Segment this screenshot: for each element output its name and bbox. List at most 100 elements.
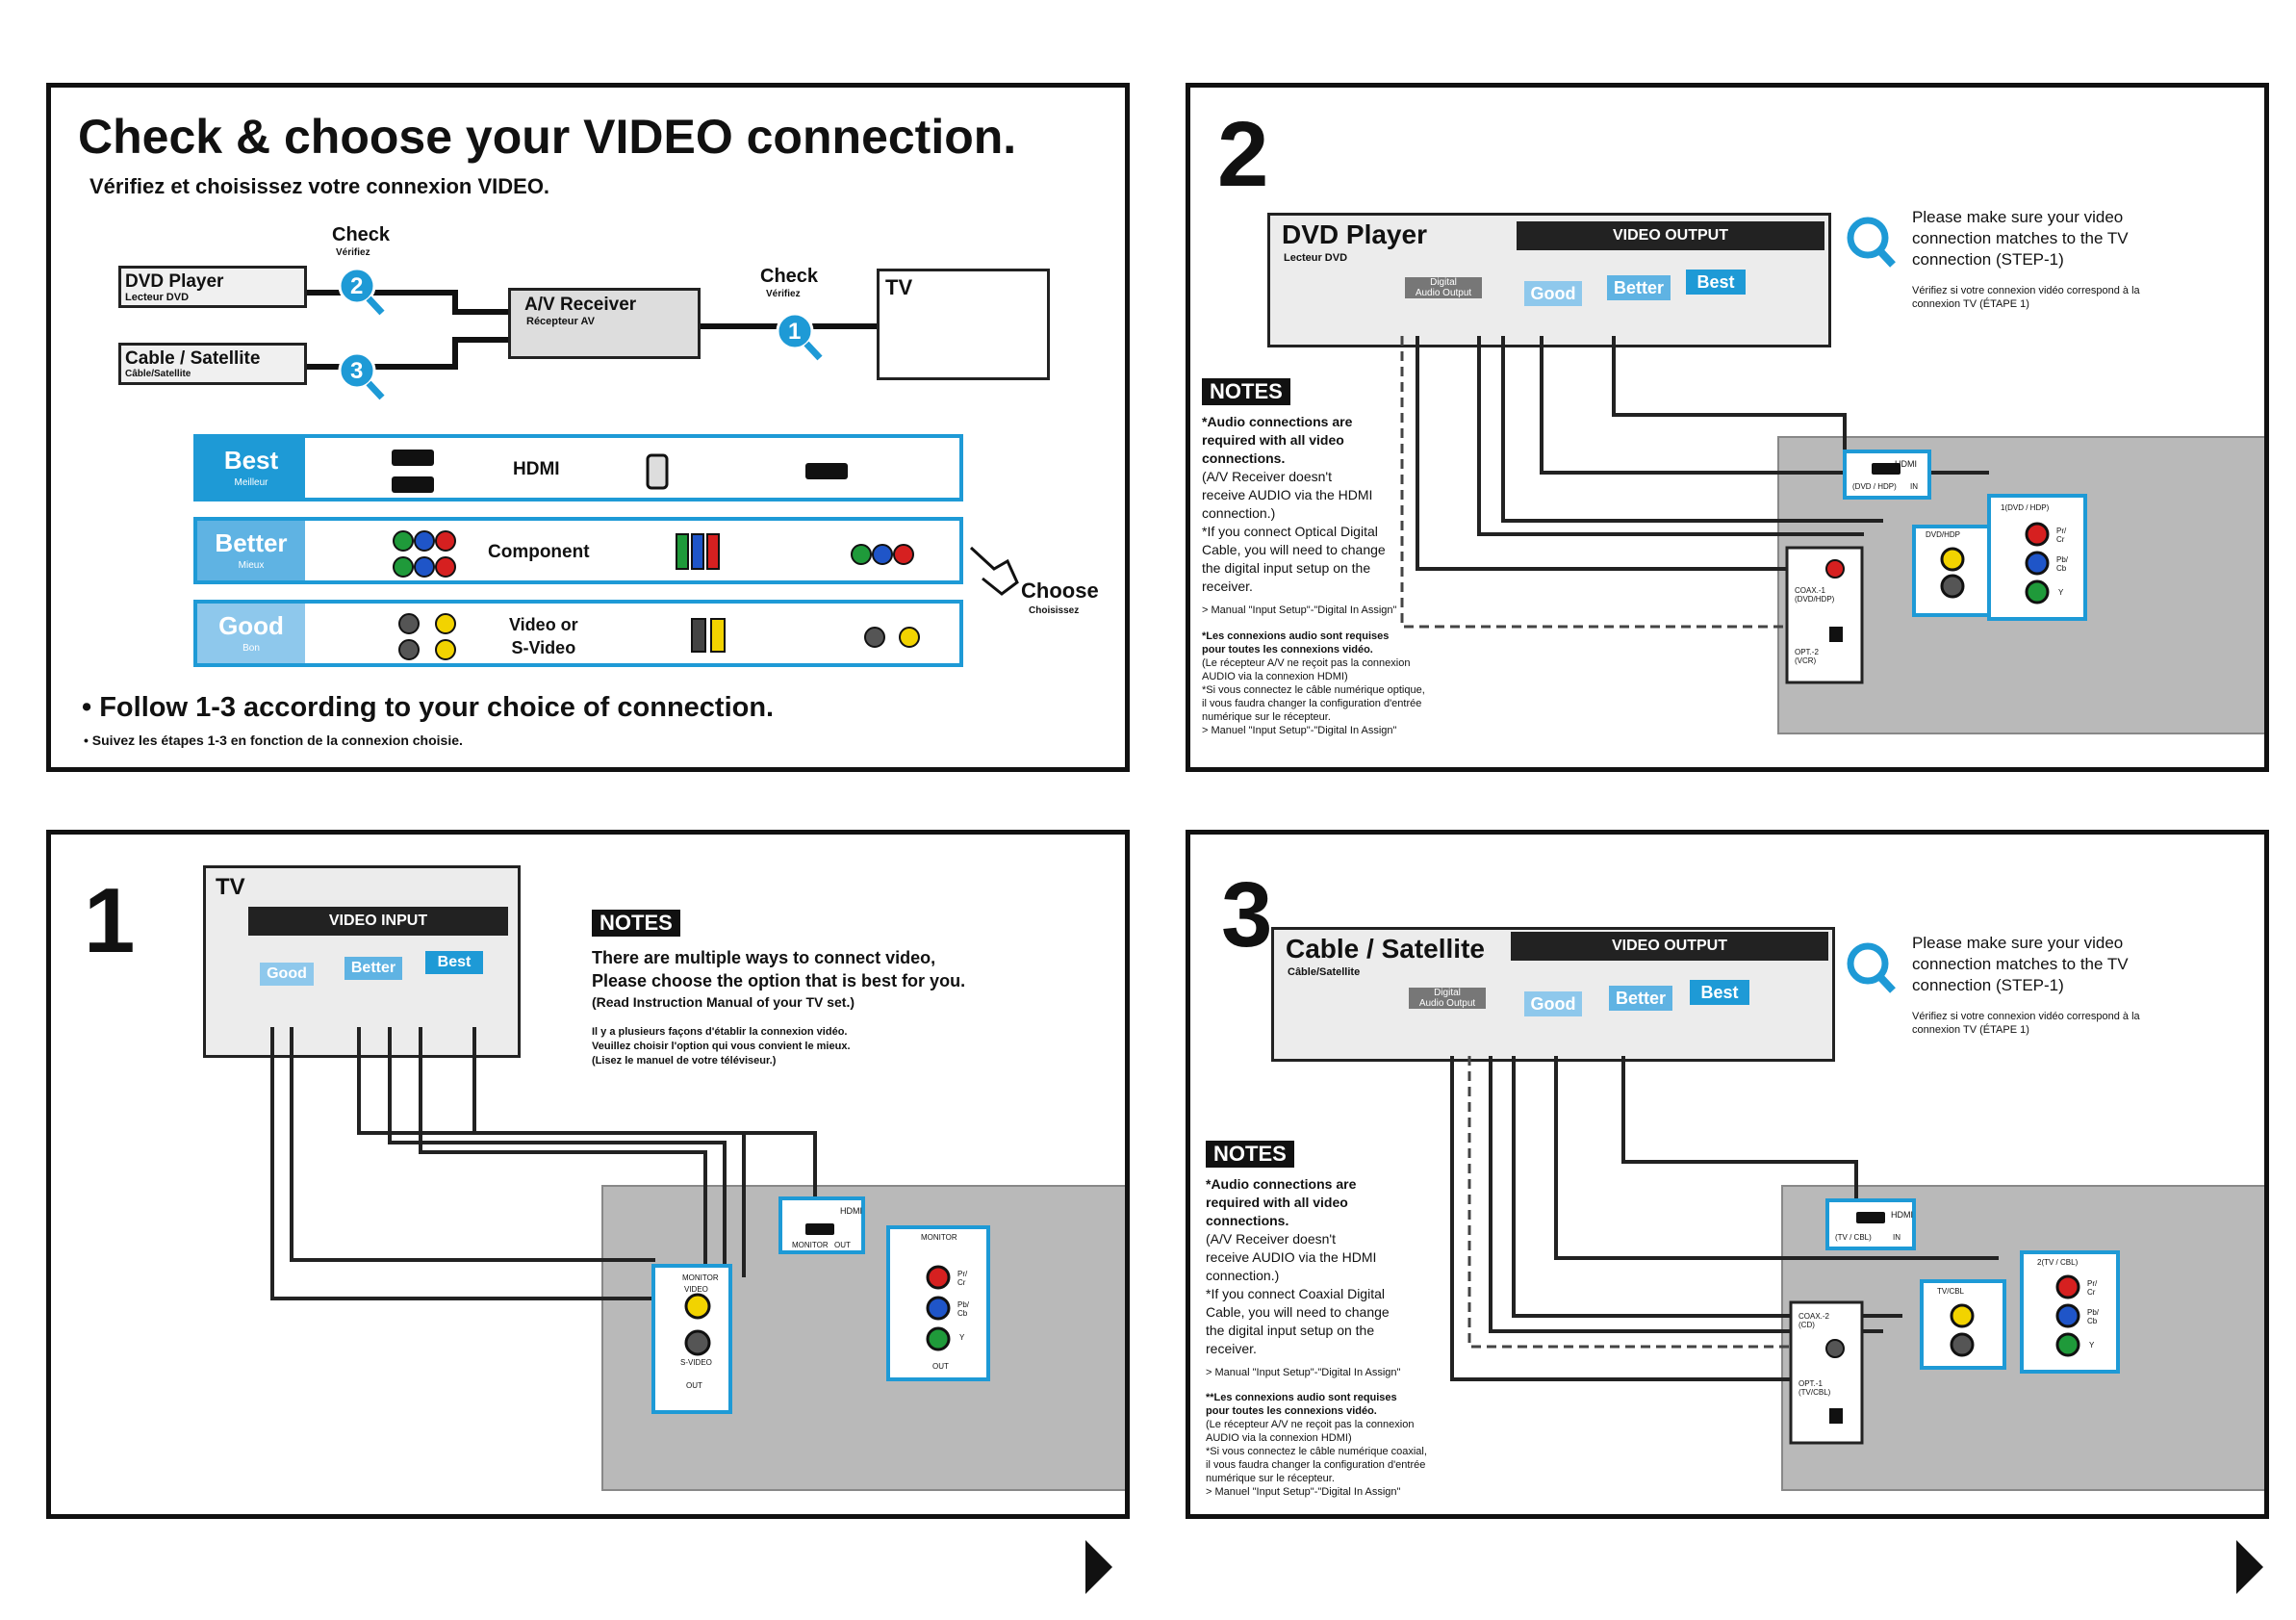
follow-instruction-fr: • Suivez les étapes 1-3 en fonction de l… [84, 733, 463, 748]
step1-svideo-label: S-VIDEO [680, 1358, 712, 1367]
step2-device-label-fr: Lecteur DVD [1284, 252, 1348, 264]
step3-best-tag: Best [1690, 980, 1749, 1005]
step3-notes-bold: *Audio connections are required with all… [1206, 1176, 1357, 1228]
follow-instruction: • Follow 1-3 according to your choice of… [82, 692, 775, 723]
next-page-arrow-left[interactable] [1085, 1540, 1112, 1594]
step1-pb-label: Pb/ Cb [957, 1300, 970, 1318]
cable-sat-label: Cable / Satellite [125, 348, 261, 369]
step-badge-2: 2 [350, 273, 364, 299]
component-icons [393, 530, 914, 578]
step3-hdmi-label: HDMI [1891, 1210, 1913, 1220]
step3-hdmi-in-label: (TV / CBL) [1835, 1233, 1872, 1242]
step3-pr-label: Pr/ Cr [2087, 1279, 2098, 1297]
step2-coax-label: COAX.-1 (DVD/HDP) [1795, 586, 1835, 604]
tv-label: TV [885, 275, 913, 299]
tier-best-label-fr: Meilleur [234, 477, 268, 488]
step3-notes-fr-bold: **Les connexions audio sont requises pou… [1206, 1392, 1397, 1417]
step2-best-tag: Best [1686, 270, 1746, 295]
step2-check-note-fr: Vérifiez si votre connexion vidéo corres… [1912, 285, 2140, 310]
tier-badge-good: Good Bon [197, 604, 305, 663]
step2-pb-label: Pb/ Cb [2056, 555, 2069, 573]
step2-notes-fr-bold: *Les connexions audio sont requises pour… [1202, 630, 1390, 656]
choose-label-fr: Choisissez [1029, 605, 1080, 616]
tier-best-label: Best [223, 446, 279, 475]
tier-good-label-fr: Bon [242, 643, 260, 654]
step3-number: 3 [1221, 863, 1273, 966]
step3-video-output-header: VIDEO OUTPUT [1511, 932, 1828, 961]
step3-device-label-fr: Câble/Satellite [1288, 966, 1361, 978]
dvd-player-device: DVD Player Lecteur DVD VIDEO OUTPUT Digi… [1267, 213, 1831, 347]
cable-sat-box: Cable / Satellite Câble/Satellite [118, 343, 307, 385]
tier-better-label: Better [215, 528, 288, 557]
step1-out-label-hdmi: OUT [834, 1241, 851, 1249]
step1-y-label: Y [959, 1333, 965, 1342]
step1-out-label-video: OUT [686, 1381, 702, 1390]
next-page-arrow-right[interactable] [2236, 1540, 2263, 1594]
step3-notes-text: (A/V Receiver doesn't receive AUDIO via … [1206, 1231, 1390, 1356]
step3-in-label: IN [1893, 1233, 1901, 1242]
page-title: Check & choose your VIDEO connection. [78, 110, 1017, 164]
step1-pr-label: Pr/ Cr [957, 1270, 968, 1287]
step3-notes-manual: > Manual "Input Setup"-"Digital In Assig… [1206, 1367, 1401, 1378]
row-good-label: Video or S-Video [509, 615, 578, 657]
cable-sat-label-fr: Câble/Satellite [125, 369, 191, 379]
step2-in-label: IN [1910, 482, 1918, 491]
step2-check-note: Please make sure your video connection m… [1912, 208, 2129, 269]
dvd-player-box: DVD Player Lecteur DVD [118, 266, 307, 308]
step2-number: 2 [1217, 103, 1269, 206]
step1-video-input-header: VIDEO INPUT [248, 907, 508, 936]
step1-hdmi-label: HDMI [840, 1206, 862, 1216]
step2-better-tag: Better [1607, 275, 1671, 300]
av-receiver-box: A/V Receiver Récepteur AV [508, 288, 701, 359]
step3-pb-label: Pb/ Cb [2087, 1308, 2100, 1325]
option-row-good[interactable]: Good Bon Video or S-Video [193, 600, 963, 667]
step2-pr-label: Pr/ Cr [2056, 527, 2067, 544]
step2-notes-bold: *Audio connections are required with all… [1202, 414, 1353, 466]
step2-digital-audio-label: Digital Audio Output [1405, 277, 1482, 298]
overview-panel: Check & choose your VIDEO connection. Vé… [46, 83, 1130, 772]
cable-sat-device: Cable / Satellite Câble/Satellite VIDEO … [1271, 927, 1835, 1062]
step3-good-tag: Good [1524, 991, 1582, 1016]
step3-tvcbl-label: TV/CBL [1937, 1287, 1965, 1296]
step3-cables [1450, 1056, 2120, 1445]
option-row-best[interactable]: Best Meilleur HDMI [193, 434, 963, 501]
hand-pointer-icon [969, 546, 1019, 596]
step2-notes-manual: > Manual "Input Setup"-"Digital In Assig… [1202, 604, 1397, 616]
check-label-2-fr: Vérifiez [336, 247, 370, 258]
row-best-label: HDMI [513, 459, 560, 479]
step3-y-label: Y [2089, 1341, 2095, 1350]
step1-device-label: TV [216, 874, 245, 900]
step-badge-3: 3 [350, 358, 364, 384]
step3-opt-label: OPT.-1 (TV/CBL) [1799, 1379, 1831, 1397]
row-better-label: Component [488, 542, 590, 562]
step2-magnifier-icon [1847, 217, 1896, 268]
option-row-better[interactable]: Better Mieux Component [193, 517, 963, 584]
step1-good-tag: Good [260, 963, 314, 986]
step2-panel: 2 DVD Player Lecteur DVD VIDEO OUTPUT Di… [1186, 83, 2269, 772]
flow-lines [307, 267, 877, 400]
step1-panel: 1 TV VIDEO INPUT Good Better Best NOTES … [46, 830, 1130, 1519]
hdmi-icons [392, 450, 848, 493]
step2-opt-label: OPT.-2 (VCR) [1795, 648, 1819, 665]
step1-monitor-label: MONITOR [682, 1273, 719, 1282]
step2-notes-text: (A/V Receiver doesn't receive AUDIO via … [1202, 469, 1386, 594]
step3-better-tag: Better [1609, 986, 1672, 1011]
tv-device: TV VIDEO INPUT Good Better Best [203, 865, 521, 1058]
step1-best-tag: Best [425, 951, 483, 974]
step1-notes-title: NOTES [592, 910, 680, 937]
step2-dvdhdp-label: DVD/HDP [1926, 530, 1961, 539]
tier-badge-best: Best Meilleur [197, 438, 305, 498]
step1-cables [270, 1027, 990, 1414]
step2-notes-fr: (Le récepteur A/V ne reçoit pas la conne… [1202, 657, 1425, 736]
step3-coax-label: COAX.-2 (CD) [1799, 1312, 1830, 1329]
step3-comp-label: 2(TV / CBL) [2037, 1258, 2079, 1267]
step2-notes-title: NOTES [1202, 378, 1290, 405]
check-label-1-fr: Vérifiez [766, 289, 801, 299]
tier-better-label-fr: Mieux [238, 560, 265, 571]
av-receiver-label-fr: Récepteur AV [526, 316, 595, 327]
step3-notes-fr: (Le récepteur A/V ne reçoit pas la conne… [1206, 1419, 1427, 1498]
step1-better-tag: Better [344, 957, 402, 980]
video-icons [398, 613, 920, 660]
step2-hdmi-in-label: (DVD / HDP) [1852, 482, 1897, 491]
tier-good-label: Good [218, 611, 284, 640]
